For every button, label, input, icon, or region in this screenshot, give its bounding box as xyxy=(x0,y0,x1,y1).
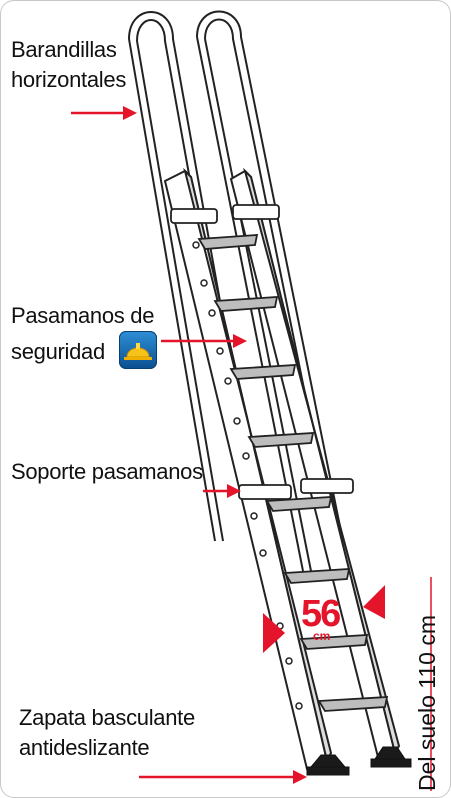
ladder-rails xyxy=(163,167,401,771)
height-label: Del suelo 110 cm xyxy=(414,615,440,791)
helmet-icon xyxy=(119,331,157,369)
label-soporte: Soporte pasamanos xyxy=(11,459,203,484)
dimension-value: 56 xyxy=(301,593,341,635)
ladder-steps xyxy=(197,234,389,712)
pointer-arrows xyxy=(71,106,307,784)
spacing-arrows xyxy=(263,585,385,653)
handrail-left xyxy=(128,11,264,542)
rail-holes xyxy=(192,241,303,710)
label-barandillas-line1: Barandillas xyxy=(11,37,117,62)
label-zapata-line2: antideslizante xyxy=(19,735,150,760)
label-barandillas-line2: horizontales xyxy=(11,67,127,92)
dimension-unit: cm xyxy=(313,629,331,643)
label-zapata-line1: Zapata basculante xyxy=(19,705,195,730)
handrail-supports xyxy=(170,204,354,500)
label-pasamanos-line2: seguridad xyxy=(11,339,105,364)
label-pasamanos-line1: Pasamanos de xyxy=(11,303,155,328)
anti-slip-feet xyxy=(306,746,412,776)
